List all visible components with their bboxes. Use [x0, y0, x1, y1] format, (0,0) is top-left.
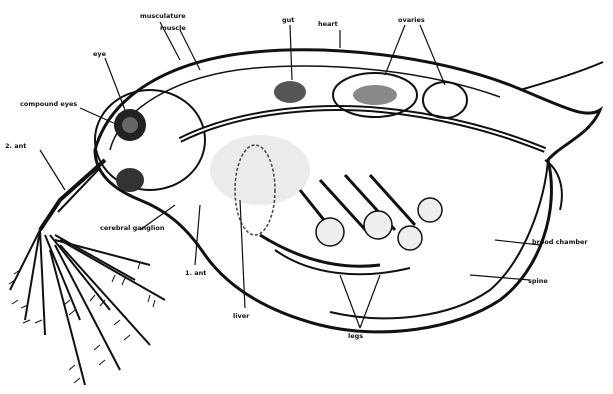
- label-musculature: musculature: [140, 12, 186, 20]
- antenna-branches: [10, 230, 165, 385]
- label-1ant: 1. ant: [185, 269, 206, 277]
- ocellus: [116, 168, 144, 192]
- label-legs: legs: [348, 332, 363, 340]
- antenna-stalk: [40, 160, 105, 230]
- label-ant: 2. ant: [5, 142, 26, 150]
- label-heart: heart: [318, 20, 338, 28]
- label-brood: brood chamber: [532, 238, 588, 246]
- label-spine: spine: [528, 277, 548, 285]
- label-cerebral: cerebral ganglion: [100, 224, 165, 232]
- legs-group: [300, 175, 442, 250]
- label-gut: gut: [282, 16, 294, 24]
- carapace-outline: [95, 50, 600, 332]
- label-ovaries: ovaries: [398, 16, 425, 24]
- label-liver: liver: [233, 312, 250, 320]
- label-eye: eye: [93, 50, 107, 58]
- label-compound-eyes: compound eyes: [20, 100, 77, 108]
- head-region: [95, 90, 205, 190]
- tail-spine: [520, 62, 603, 90]
- label-muscle: muscle: [160, 24, 186, 32]
- heart: [274, 81, 306, 103]
- ovary-lower: [423, 82, 467, 118]
